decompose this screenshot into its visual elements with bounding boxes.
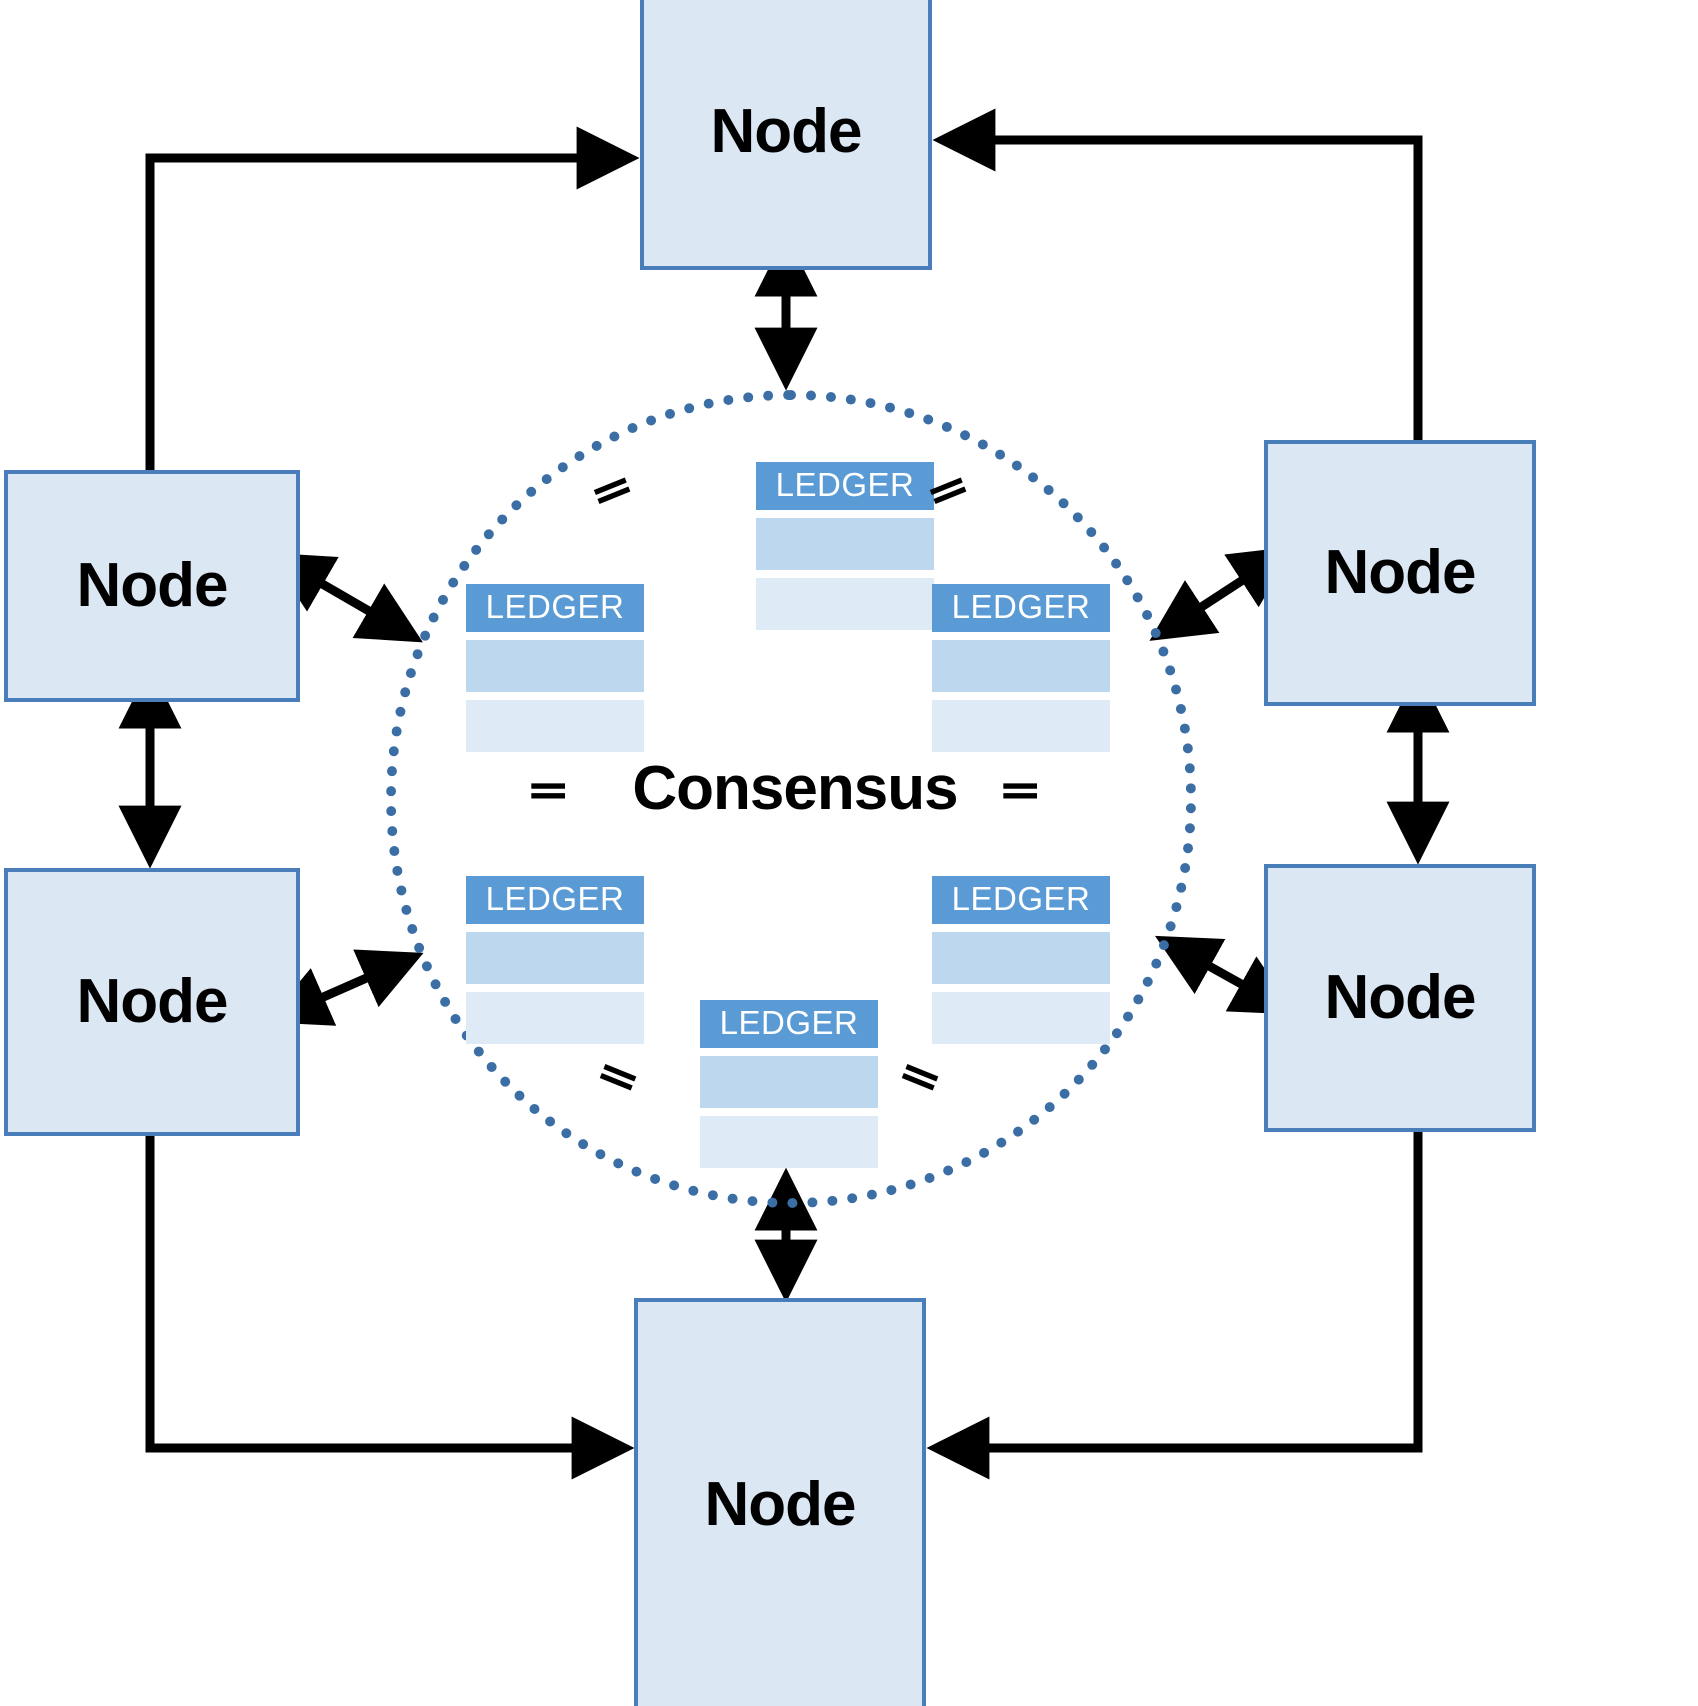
ledger-row: [466, 992, 644, 1045]
ledger-row: [756, 518, 934, 571]
ledger-header-label: LEDGER: [756, 462, 934, 511]
arrow-lower-left-to-bottom: [145, 1136, 635, 1480]
ledger-block-upper-right[interactable]: LEDGER: [932, 584, 1110, 753]
ledger-block-upper-left[interactable]: LEDGER: [466, 584, 644, 753]
ledger-row: [466, 640, 644, 693]
arrow-upper-right-to-top: [932, 108, 1423, 440]
node-label: Node: [1324, 538, 1477, 607]
node-box-lower-left[interactable]: Node: [4, 868, 300, 1136]
node-label: Node: [710, 97, 863, 166]
arrow-upper-right-node-to-consensus: [1149, 546, 1295, 641]
node-box-bottom[interactable]: Node: [634, 1298, 926, 1706]
arrow-upper-left-to-top: [145, 126, 640, 470]
node-box-upper-left[interactable]: Node: [4, 470, 300, 702]
ledger-row: [932, 992, 1110, 1045]
ledger-row: [932, 700, 1110, 753]
node-box-upper-right[interactable]: Node: [1264, 440, 1536, 706]
node-label: Node: [76, 551, 229, 620]
ledger-row: [932, 640, 1110, 693]
ledger-header-label: LEDGER: [466, 876, 644, 925]
ledger-header-label: LEDGER: [466, 584, 644, 633]
ledger-row: [466, 932, 644, 985]
ledger-row: [932, 932, 1110, 985]
node-box-lower-right[interactable]: Node: [1264, 864, 1536, 1132]
node-box-top[interactable]: Node: [640, 0, 932, 270]
ledger-block-lower-right[interactable]: LEDGER: [932, 876, 1110, 1045]
ledger-header-label: LEDGER: [932, 876, 1110, 925]
arrow-lower-right-to-bottom: [926, 1132, 1423, 1480]
arrow-lower-left-node-to-consensus: [265, 949, 424, 1026]
ledger-row: [700, 1116, 878, 1169]
ledger-block-top[interactable]: LEDGER: [756, 462, 934, 631]
equality-mark-mid-left: ‖: [521, 779, 574, 803]
consensus-label: Consensus: [632, 754, 958, 823]
ledger-header-label: LEDGER: [700, 1000, 878, 1049]
arrow-upper-left-node-to-consensus: [268, 552, 423, 643]
consensus-boundary-circle: [386, 390, 1196, 1208]
ledger-block-lower-left[interactable]: LEDGER: [466, 876, 644, 1045]
ledger-block-bottom[interactable]: LEDGER: [700, 1000, 878, 1169]
ledger-row: [466, 700, 644, 753]
ledger-header-label: LEDGER: [932, 584, 1110, 633]
node-label: Node: [704, 1470, 857, 1539]
node-label: Node: [1324, 963, 1477, 1032]
equality-mark-mid-right: ‖: [993, 779, 1046, 803]
ledger-row: [700, 1056, 878, 1109]
node-label: Node: [76, 967, 229, 1036]
arrow-lower-right-node-to-consensus: [1154, 935, 1297, 1015]
ledger-row: [756, 578, 934, 631]
